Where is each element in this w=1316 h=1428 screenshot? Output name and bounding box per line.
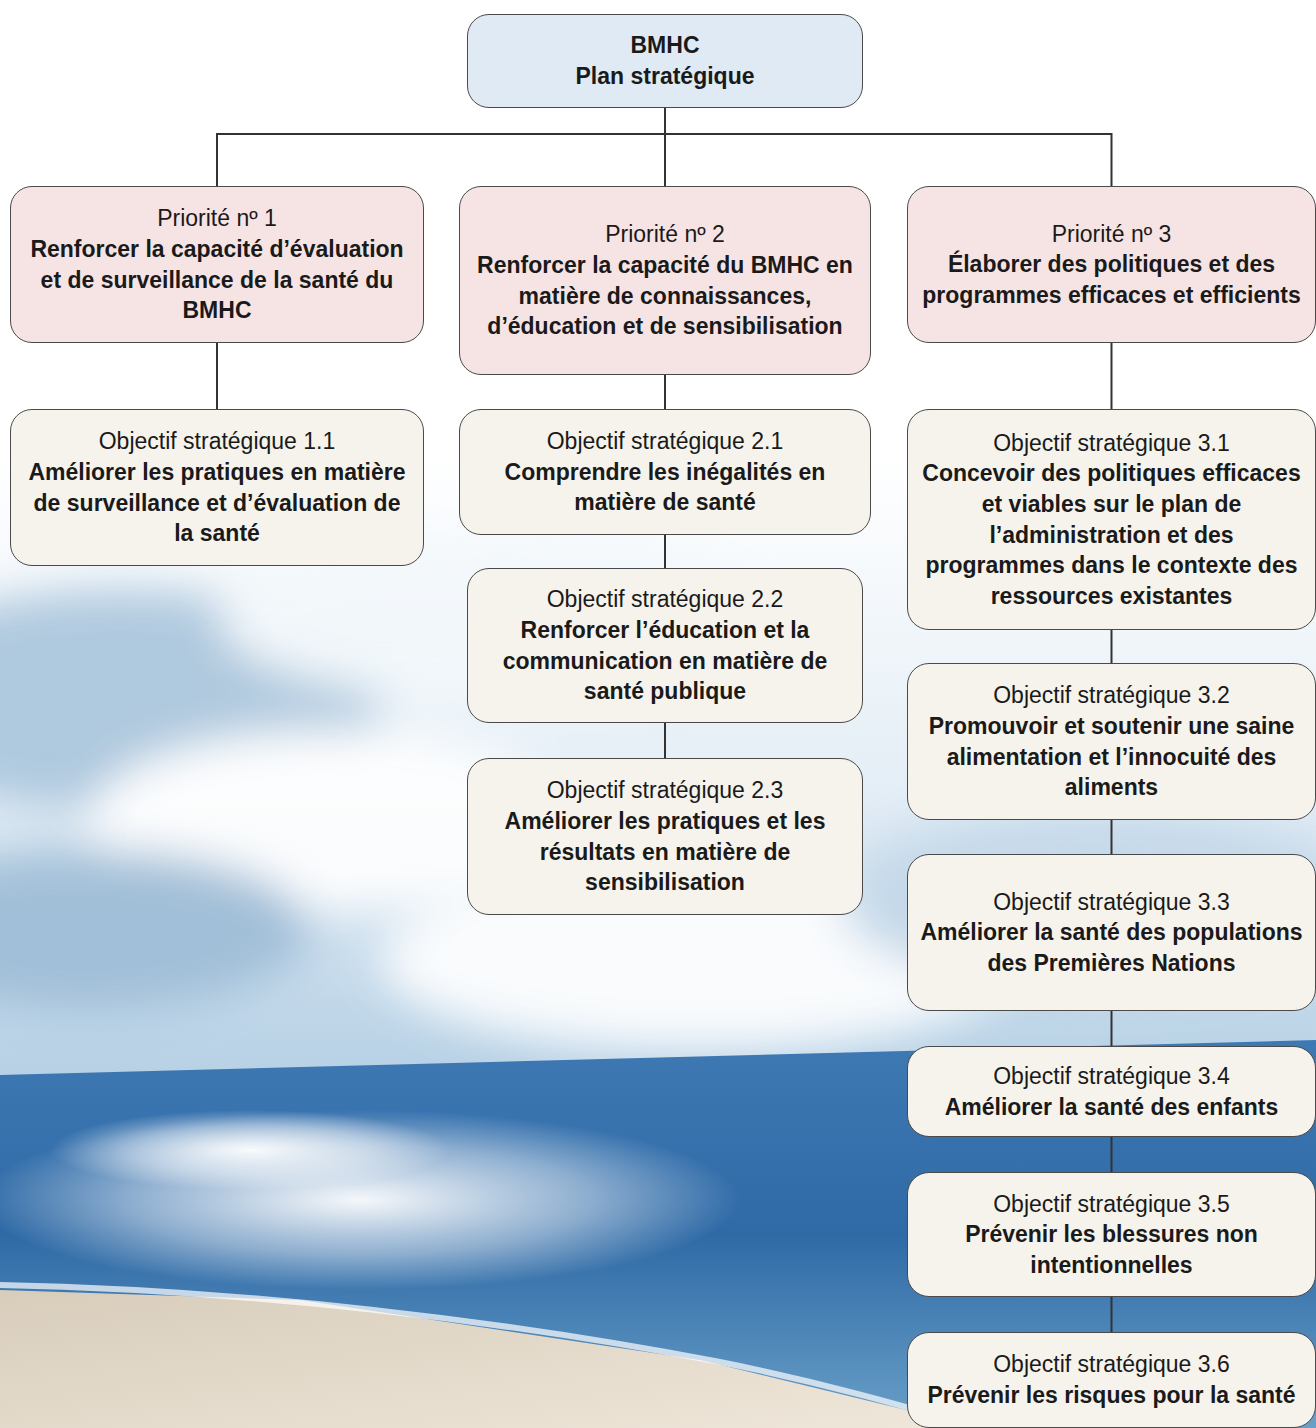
node-body: Prévenir les blessures non intentionnell… [918,1219,1305,1280]
connector-line [664,375,666,409]
objective-box: Objectif stratégique 3.2Promouvoir et so… [907,663,1316,820]
node-body: Renforcer la capacité d’évaluation et de… [21,234,413,326]
connector-line [1111,630,1113,663]
objective-box: Objectif stratégique 3.1Concevoir des po… [907,409,1316,630]
sun-glare [50,1110,450,1190]
node-body: Améliorer la santé des enfants [945,1092,1279,1123]
node-heading: Objectif stratégique 2.3 [547,775,784,806]
connector-line [1111,1137,1113,1172]
surf-line [0,1285,980,1428]
connector-line [217,108,665,186]
node-body: Améliorer les pratiques en matière de su… [21,457,413,549]
objective-box: Objectif stratégique 3.4Améliorer la san… [907,1046,1316,1137]
objective-box: Objectif stratégique 3.3Améliorer la san… [907,854,1316,1011]
objective-box: Objectif stratégique 1.1Améliorer les pr… [10,409,424,566]
node-body: Comprendre les inégalités en matière de … [470,457,860,518]
node-heading: Objectif stratégique 1.1 [99,426,336,457]
objective-box: Objectif stratégique 3.6Prévenir les ris… [907,1332,1316,1428]
connector-line [216,343,218,409]
connector-line [1111,343,1113,409]
objective-box: Objectif stratégique 3.5Prévenir les ble… [907,1172,1316,1297]
node-body: Renforcer la capacité du BMHC en matière… [470,250,860,342]
priority-box: Priorité nº 3Élaborer des politiques et … [907,186,1316,343]
node-heading: Objectif stratégique 3.5 [993,1189,1230,1220]
cloud [0,850,310,1010]
node-body: Renforcer l’éducation et la communicatio… [478,615,852,707]
node-heading: Priorité nº 1 [157,203,277,234]
node-heading: Objectif stratégique 2.1 [547,426,784,457]
connector-line [665,108,1112,186]
node-body: Améliorer la santé des populations des P… [918,917,1305,978]
plan-box: BMHCPlan stratégique [467,14,863,108]
node-heading: BMHC [631,30,700,61]
priority-box: Priorité nº 2Renforcer la capacité du BM… [459,186,871,375]
node-heading: Objectif stratégique 3.1 [993,428,1230,459]
node-heading: Objectif stratégique 3.3 [993,887,1230,918]
connector-line [1111,1297,1113,1332]
connector-line [1111,1011,1113,1046]
node-heading: Objectif stratégique 3.4 [993,1061,1230,1092]
objective-box: Objectif stratégique 2.2Renforcer l’éduc… [467,568,863,723]
sun-glare [0,1110,740,1290]
node-heading: Priorité nº 2 [605,219,725,250]
beach [0,1290,980,1428]
node-body: Promouvoir et soutenir une saine aliment… [918,711,1305,803]
node-heading: Objectif stratégique 3.6 [993,1349,1230,1380]
node-heading: Objectif stratégique 3.2 [993,680,1230,711]
connector-line [664,535,666,568]
objective-box: Objectif stratégique 2.3Améliorer les pr… [467,758,863,915]
objective-box: Objectif stratégique 2.1Comprendre les i… [459,409,871,535]
connector-line [1111,820,1113,854]
node-heading: Objectif stratégique 2.2 [547,584,784,615]
connector-line [664,723,666,758]
node-body: Plan stratégique [576,61,755,92]
node-body: Concevoir des politiques efficaces et vi… [918,458,1305,611]
node-body: Prévenir les risques pour la santé [927,1380,1295,1411]
node-body: Améliorer les pratiques et les résultats… [478,806,852,898]
priority-box: Priorité nº 1Renforcer la capacité d’éva… [10,186,424,343]
node-heading: Priorité nº 3 [1052,219,1172,250]
node-body: Élaborer des politiques et des programme… [918,249,1305,310]
